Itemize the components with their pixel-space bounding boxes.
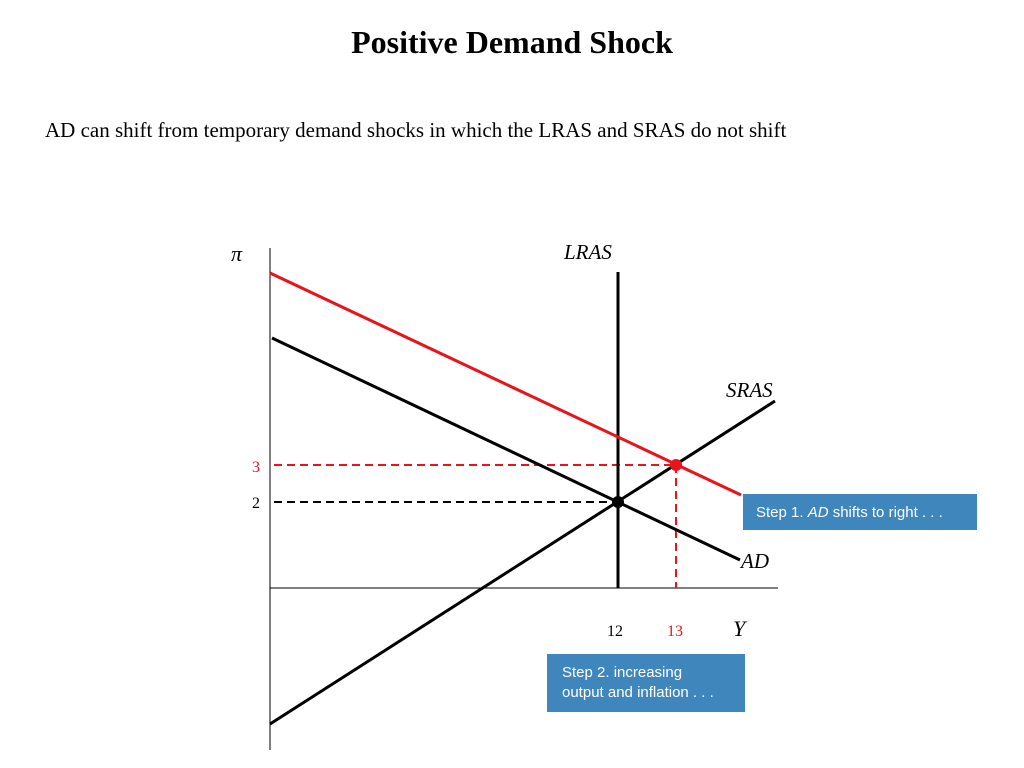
step2-line2: output and inflation . . . xyxy=(562,684,714,701)
step2-callout: Step 2. increasing output and inflation … xyxy=(547,654,745,712)
ad-curve xyxy=(271,336,741,562)
step1-emph: AD xyxy=(807,504,829,521)
equilibrium-point-initial xyxy=(612,496,624,508)
output-tick-new: 13 xyxy=(667,623,683,640)
inflation-tick-initial: 2 xyxy=(252,495,260,512)
sras-curve xyxy=(269,399,776,726)
ad-label: AD xyxy=(739,549,769,573)
x-axis-label: Y xyxy=(733,616,748,641)
ad-curve-shifted xyxy=(269,271,742,497)
output-tick-initial: 12 xyxy=(607,623,623,640)
step1-suffix: shifts to right . . . xyxy=(828,504,943,521)
slide-subtitle: AD can shift from temporary demand shock… xyxy=(45,118,787,142)
lras-label: LRAS xyxy=(563,240,612,264)
inflation-tick-new: 3 xyxy=(252,459,260,476)
step2-line1: Step 2. increasing xyxy=(562,664,683,681)
sras-label: SRAS xyxy=(726,378,773,402)
equilibrium-point-new xyxy=(670,459,682,471)
step1-prefix: Step 1. xyxy=(756,504,808,521)
step1-callout: Step 1. AD shifts to right . . . xyxy=(743,494,977,530)
slide-title: Positive Demand Shock xyxy=(351,24,673,60)
y-axis-label: π xyxy=(231,241,243,266)
